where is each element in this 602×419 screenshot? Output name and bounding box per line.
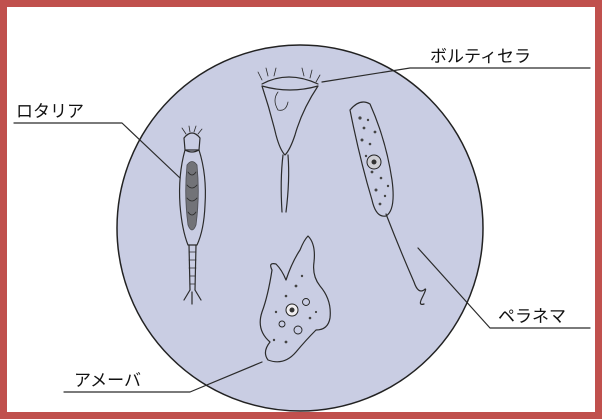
rotaria-organism	[178, 125, 206, 305]
peranema-leader-line	[417, 247, 591, 329]
microscope-field	[116, 44, 484, 412]
vorticella-leader-line	[321, 67, 591, 83]
peranema-label: ペラネマ	[498, 307, 566, 327]
peranema-organism	[349, 101, 427, 305]
rotaria-label: ロタリア	[16, 102, 84, 122]
vorticella-label: ボルティセラ	[430, 47, 531, 67]
vorticella-organism	[257, 67, 321, 213]
amoeba-organism	[259, 235, 331, 363]
amoeba-leader-line	[63, 361, 263, 393]
amoeba-label: アメーバ	[74, 371, 141, 391]
rotaria-leader-line	[13, 122, 181, 179]
